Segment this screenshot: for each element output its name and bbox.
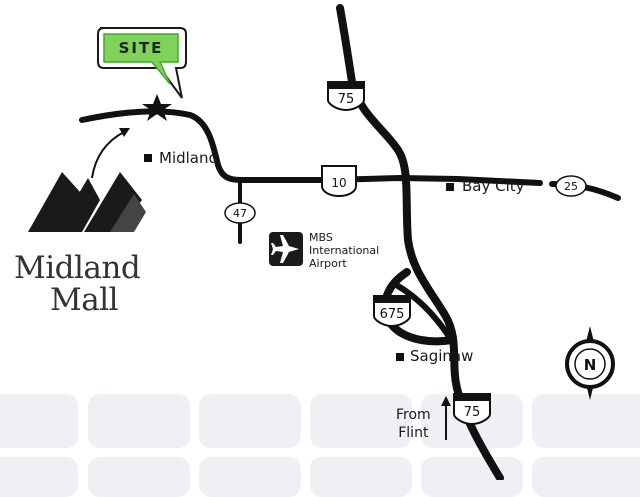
m25-label: 25 — [564, 180, 578, 193]
m25-shield: 25 — [555, 175, 587, 197]
airport-label-line2: International — [309, 244, 380, 257]
brand-logo-text: Midland Mall — [14, 250, 141, 318]
compass-icon: N — [565, 326, 615, 400]
arrow-icon — [91, 128, 130, 179]
from-flint-line1: From — [396, 407, 431, 423]
saginaw-marker — [396, 353, 404, 361]
bay-city-marker — [446, 183, 454, 191]
road-midland-west — [79, 108, 245, 183]
logo-mark — [28, 172, 146, 232]
m47-shield: 47 — [224, 202, 256, 224]
brand-line2: Mall — [50, 282, 119, 318]
site-callout: SITE — [97, 27, 187, 99]
i75-south-shield: 75 — [453, 393, 491, 426]
midland-marker — [144, 154, 152, 162]
from-flint-arrow — [441, 396, 451, 440]
us10-shield: 10 — [321, 165, 357, 198]
i75-north-label: 75 — [338, 92, 355, 107]
brand-line1: Midland — [14, 250, 141, 286]
site-label: SITE — [119, 39, 164, 57]
i75-south-label: 75 — [464, 405, 481, 420]
saginaw-label: Saginaw — [410, 347, 474, 365]
airport-label-line3: Airport — [309, 257, 347, 270]
midland-label: Midland — [159, 149, 219, 167]
airport-label-line1: MBS — [309, 231, 333, 244]
i75-north-shield: 75 — [327, 81, 365, 112]
us10-label: 10 — [331, 176, 346, 190]
road-i675-inner — [395, 283, 453, 341]
bay-city-label: Bay City — [462, 177, 525, 195]
from-flint-line2: Flint — [398, 425, 429, 441]
i675-label: 675 — [380, 307, 405, 322]
road-us10 — [239, 175, 543, 186]
airport-label: MBS International Airport — [309, 231, 379, 270]
star-icon — [142, 94, 172, 121]
plane-icon — [269, 232, 303, 266]
compass-label: N — [584, 356, 597, 374]
i675-shield: 675 — [373, 295, 411, 328]
map: 75 675 75 10 47 25 SITE — [28, 4, 621, 480]
m47-label: 47 — [233, 207, 247, 220]
from-flint-label: From Flint — [396, 406, 431, 442]
